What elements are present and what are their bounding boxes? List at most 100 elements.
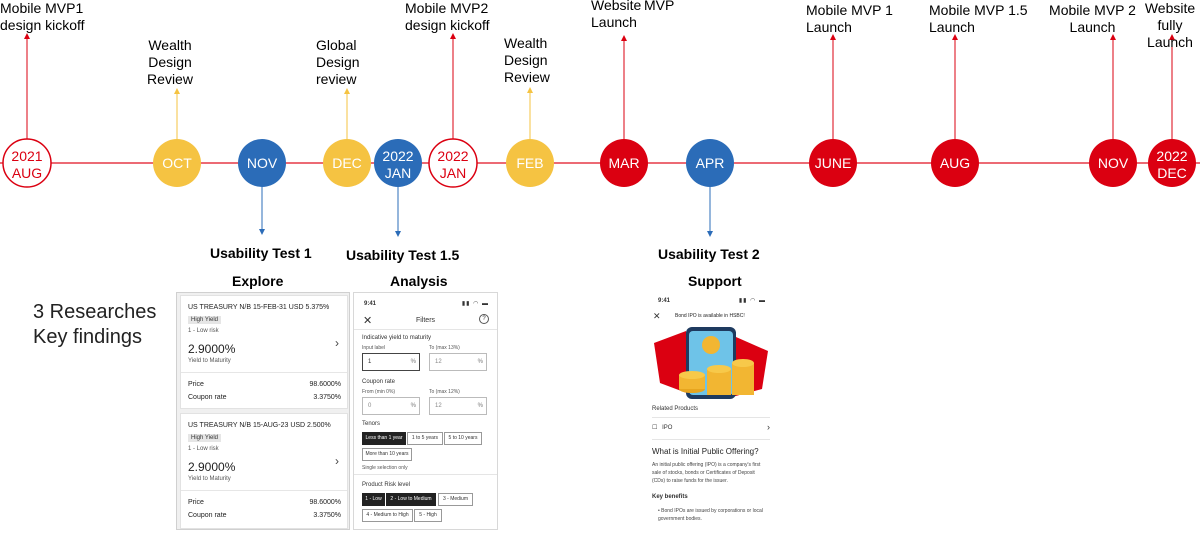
coupon-section-title: Coupon rate	[362, 379, 396, 385]
related-products-title: Related Products	[652, 406, 699, 412]
bond-name: US TREASURY N/B 15-AUG-23 USD 2.500%	[188, 422, 331, 429]
tenor-chip[interactable]: 5 to 10 years	[444, 432, 482, 445]
arrow-up-icon	[1110, 34, 1116, 40]
yield-to-label: To (max 13%)	[429, 345, 460, 351]
coin-icon	[702, 336, 720, 354]
yield-section-title: Indicative yield to maturity	[362, 335, 432, 341]
chevron-right-icon[interactable]: ›	[335, 454, 339, 468]
price-value: 98.6000%	[309, 381, 341, 388]
date-node	[374, 139, 422, 187]
tenor-chip[interactable]: Less than 1 year	[362, 432, 406, 445]
risk-chip[interactable]: 2 - Low to Medium	[386, 493, 436, 506]
arrow-up-icon	[450, 33, 456, 39]
event-wealth-review-oct: Wealth Design Review	[147, 37, 193, 87]
close-icon[interactable]: ✕	[653, 311, 661, 321]
event-mvp1-kickoff: Mobile MVP1 design kickoff	[0, 0, 85, 33]
event-mvp2-launch: Mobile MVP 2 Launch	[1049, 2, 1136, 35]
usability-test-1-5: Usability Test 1.5	[346, 247, 460, 263]
event-website-launch: Website Launch	[591, 0, 642, 30]
percent-unit: %	[410, 359, 416, 365]
usability-test-2: Usability Test 2	[658, 246, 760, 262]
chat-icon: ☐	[652, 425, 658, 431]
screen-title-analysis: Analysis	[390, 273, 448, 289]
help-icon[interactable]: ?	[479, 314, 489, 324]
bond-card[interactable]: US TREASURY N/B 15-AUG-23 USD 2.500% Hig…	[180, 413, 348, 529]
risk-chip[interactable]: 1 - Low	[362, 493, 385, 506]
arrow-up-icon	[1169, 34, 1175, 40]
key-findings-heading: 3 Researches Key findings	[33, 301, 157, 348]
date-month: DEC	[1157, 165, 1187, 181]
status-time: 9:41	[658, 298, 671, 304]
arrow-up-icon	[952, 34, 958, 40]
support-screen: 9:41 ▮▮ ◠ ▬ ✕ Bond IPO is available in H…	[647, 292, 775, 530]
event-website-full-launch: Website fully Launch	[1144, 0, 1196, 50]
coupon-from-input[interactable]: 0 %	[362, 397, 420, 415]
price-label: Price	[188, 499, 204, 506]
risk-chip[interactable]: 4 - Medium to High	[362, 509, 413, 522]
chevron-right-icon: ›	[767, 422, 770, 432]
yield-to-input[interactable]: 12 %	[429, 353, 487, 371]
benefit-item: • Bond IPOs are issued by corporations o…	[658, 507, 768, 523]
explore-screen: US TREASURY N/B 15-FEB-31 USD 5.375% Hig…	[176, 292, 350, 530]
event-mvp15-launch: Mobile MVP 1.5 Launch	[929, 2, 1028, 35]
yield-value: 2.9000%	[188, 460, 236, 474]
arrow-down-icon	[395, 231, 401, 237]
status-time: 9:41	[364, 301, 377, 307]
status-icons: ▮▮ ◠ ▬	[738, 298, 766, 304]
yield-label: Yield to Maturity	[188, 358, 231, 364]
single-selection-note: Single selection only	[362, 465, 408, 471]
close-icon[interactable]: ✕	[363, 315, 373, 327]
divider	[181, 490, 347, 491]
ipo-banner-title: Bond IPO is available in HSBC!	[675, 313, 745, 319]
risk-chip[interactable]: 3 - Medium	[438, 493, 473, 506]
coupon-from-label: From (min 0%)	[362, 389, 396, 395]
percent-unit: %	[477, 403, 483, 409]
arrow-down-icon	[707, 231, 713, 237]
event-wealth-review-feb: Wealth Design Review	[504, 35, 550, 85]
event-mvp1-launch: Mobile MVP 1 Launch	[806, 2, 893, 35]
yield-to-value: 12	[435, 359, 442, 365]
risk-chip[interactable]: 5 - High	[414, 509, 442, 522]
coupon-to-input[interactable]: 12 %	[429, 397, 487, 415]
coupon-from-value: 0	[368, 403, 372, 409]
divider	[181, 372, 347, 373]
bond-card[interactable]: US TREASURY N/B 15-FEB-31 USD 5.375% Hig…	[180, 295, 348, 409]
benefit-text: Bond IPOs are issued by corporations or …	[658, 508, 763, 522]
date-node	[600, 139, 648, 187]
percent-unit: %	[410, 403, 416, 409]
date-node	[1089, 139, 1137, 187]
yield-from-label: Input label	[362, 345, 386, 351]
date-node	[2, 138, 52, 188]
yield-label: Yield to Maturity	[188, 476, 231, 482]
date-node	[153, 139, 201, 187]
arrow-up-icon	[344, 88, 350, 94]
tenor-chip[interactable]: 1 to 5 years	[407, 432, 443, 445]
risk-level: 1 - Low risk	[188, 446, 219, 452]
coupon-label: Coupon rate	[188, 512, 227, 519]
date-year: 2022	[437, 148, 468, 164]
yield-value: 2.9000%	[188, 342, 236, 356]
chevron-right-icon[interactable]: ›	[335, 336, 339, 350]
date-month: NOV	[1098, 155, 1129, 171]
yield-from-input[interactable]: 1 %	[362, 353, 420, 371]
arrow-up-icon	[527, 87, 533, 93]
coupon-value: 3.3750%	[313, 512, 341, 519]
risk-section-title: Product Risk level	[362, 482, 411, 488]
tenor-chip[interactable]: More than 10 years	[362, 448, 412, 461]
ipo-hero-illustration	[654, 327, 768, 399]
coupon-label: Coupon rate	[188, 394, 227, 401]
divider	[354, 329, 497, 330]
ipo-explainer-title: What is Initial Public Offering?	[652, 447, 759, 456]
event-mvp-extra: MVP	[644, 0, 675, 13]
screen-title-explore: Explore	[232, 273, 284, 289]
arrow-down-icon	[259, 229, 265, 235]
date-month: DEC	[332, 155, 362, 171]
arrow-up-icon	[830, 34, 836, 40]
price-label: Price	[188, 381, 204, 388]
divider	[652, 417, 770, 418]
high-yield-tag: High Yield	[188, 316, 222, 324]
ipo-list-item[interactable]: ☐ IPO ›	[652, 422, 770, 432]
arrow-up-icon	[174, 88, 180, 94]
date-month: JAN	[385, 165, 411, 181]
date-node	[323, 139, 371, 187]
